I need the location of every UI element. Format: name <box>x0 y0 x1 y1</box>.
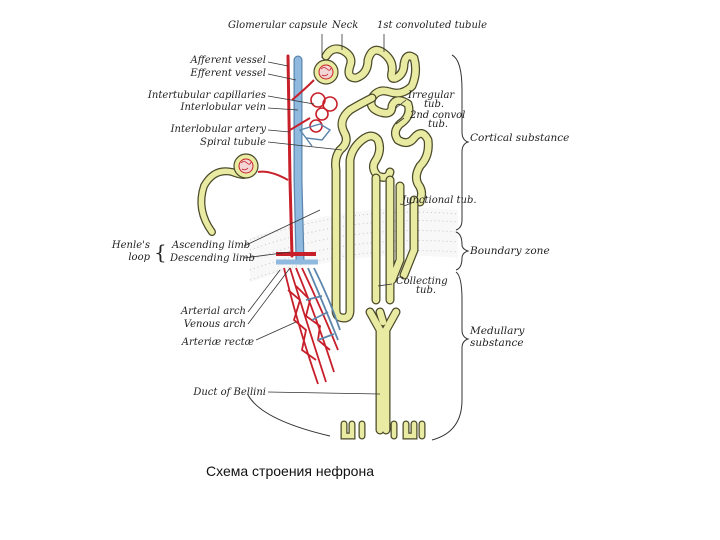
label-ascending-limb: Ascending limb <box>171 240 250 251</box>
label-irregular-tub-line2: tub. <box>424 99 444 110</box>
collecting-tubules <box>340 173 426 440</box>
label-efferent-vessel: Efferent vessel <box>189 68 266 79</box>
label-arteriae-rectae: Arteriæ rectæ <box>181 337 254 348</box>
label-first-convoluted-tubule: 1st convoluted tubule <box>377 20 487 31</box>
label-henles-loop-line2: loop <box>128 252 150 263</box>
label-collecting-tub-line1: Collecting <box>396 276 448 287</box>
diagram-labels: Glomerular capsule Neck 1st convoluted t… <box>111 20 569 398</box>
henles-bracket: { <box>154 240 167 264</box>
leader-lines <box>243 34 415 395</box>
label-interlobular-vein: Interlobular vein <box>180 102 267 113</box>
label-medullary-line1: Medullary <box>469 325 525 337</box>
label-venous-arch: Venous arch <box>184 319 246 330</box>
label-descending-limb: Descending limb <box>169 253 255 264</box>
blood-vessels <box>257 54 341 385</box>
zone-brackets <box>247 54 470 441</box>
label-second-convol-line2: tub. <box>428 119 448 130</box>
label-cortical-substance: Cortical substance <box>470 132 569 144</box>
label-interlobular-artery: Interlobular artery <box>170 124 267 135</box>
label-medullary-line2: substance <box>470 337 524 349</box>
label-intertubular-capillaries: Intertubular capillaries <box>147 90 266 101</box>
left-nephron-tubule <box>197 153 259 236</box>
figure-caption: Схема строения нефрона <box>0 463 720 479</box>
label-boundary-zone: Boundary zone <box>469 245 550 257</box>
label-junctional-tub: Junctional tub. <box>400 195 477 206</box>
label-afferent-vessel: Afferent vessel <box>189 55 266 66</box>
label-henles-loop-line1: Henle's <box>111 240 150 251</box>
label-second-convol-line1: 2nd convol <box>409 110 465 121</box>
label-irregular-tub-line1: Irregular <box>407 90 455 101</box>
label-collecting-tub-line2: tub. <box>416 285 436 296</box>
label-arterial-arch: Arterial arch <box>180 306 246 317</box>
caption-text: Схема строения нефрона <box>206 463 374 479</box>
label-neck: Neck <box>331 20 358 31</box>
label-duct-of-bellini: Duct of Bellini <box>192 387 266 398</box>
main-nephron-tubule <box>313 44 433 323</box>
label-spiral-tubule: Spiral tubule <box>200 137 266 148</box>
label-glomerular-capsule: Glomerular capsule <box>228 20 328 31</box>
